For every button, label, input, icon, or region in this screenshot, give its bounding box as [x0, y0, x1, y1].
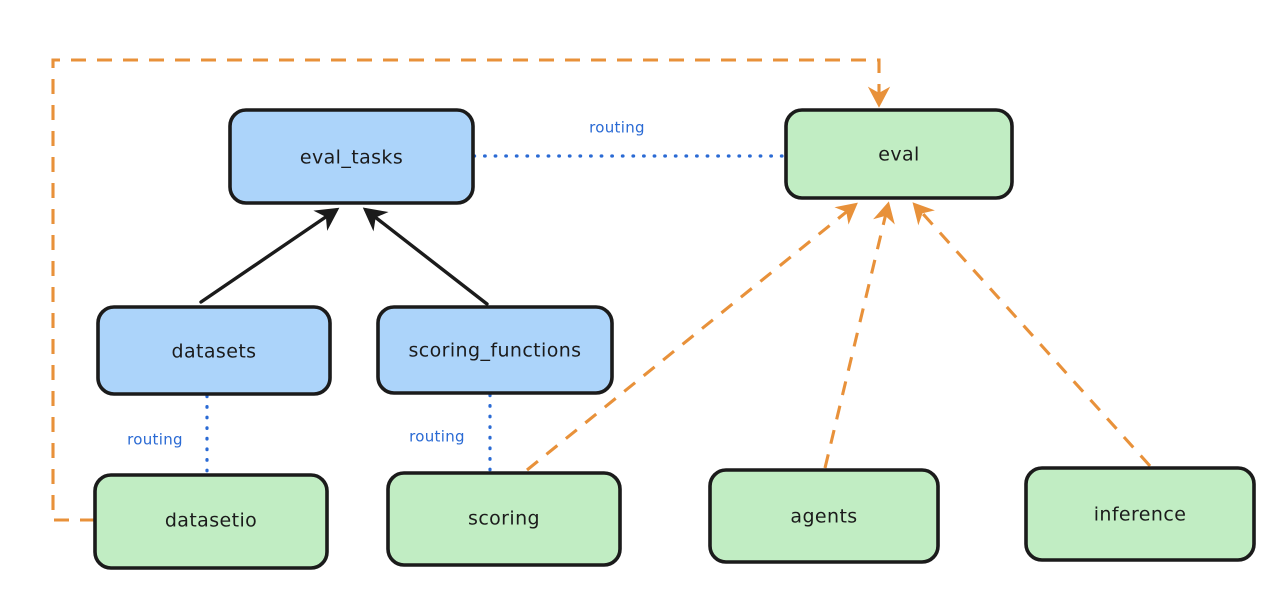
- edge-label-routing-scoring_functions-scoring: routing: [409, 428, 465, 446]
- edge-agents-eval: [823, 201, 895, 469]
- node-inference-label: inference: [1094, 504, 1187, 526]
- node-eval_tasks[interactable]: eval_tasks: [228, 108, 475, 205]
- node-datasetio-label: datasetio: [165, 510, 257, 532]
- node-inference[interactable]: inference: [1024, 466, 1256, 562]
- node-eval_tasks-shape[interactable]: [228, 108, 475, 205]
- node-scoring_functions-shape[interactable]: [376, 305, 614, 395]
- node-scoring[interactable]: scoring: [386, 471, 622, 567]
- edge-labels-layer: routing routing routing: [127, 119, 645, 449]
- node-agents-label: agents: [790, 506, 857, 528]
- nodes-layer: eval_tasks eval datasets scoring_functio…: [93, 108, 1256, 570]
- edge-datasets-eval_tasks: [199, 207, 340, 304]
- edge-datasetio-eval: [51, 58, 891, 522]
- node-datasets-label: datasets: [172, 341, 257, 363]
- node-datasets-shape[interactable]: [96, 305, 332, 396]
- edge-label-routing-datasets-datasetio: routing: [127, 431, 183, 449]
- node-eval_tasks-label: eval_tasks: [300, 147, 403, 169]
- node-inference-shape[interactable]: [1024, 466, 1256, 562]
- edge-scoring-eval: [526, 202, 858, 472]
- edges-layer: [51, 58, 1152, 522]
- node-scoring-shape[interactable]: [386, 471, 622, 567]
- node-scoring_functions[interactable]: scoring_functions: [376, 305, 614, 395]
- edge-label-routing-eval_tasks-eval: routing: [589, 119, 645, 137]
- node-datasets[interactable]: datasets: [96, 305, 332, 396]
- node-agents[interactable]: agents: [708, 468, 940, 564]
- node-scoring-label: scoring: [468, 508, 540, 530]
- node-agents-shape[interactable]: [708, 468, 940, 564]
- node-eval[interactable]: eval: [784, 108, 1014, 200]
- edge-inference-eval: [912, 202, 1152, 468]
- node-scoring_functions-label: scoring_functions: [409, 340, 582, 362]
- edge-scoring_functions-eval_tasks: [362, 207, 489, 306]
- node-eval-shape[interactable]: [784, 108, 1014, 200]
- node-eval-label: eval: [878, 144, 919, 166]
- node-datasetio-shape[interactable]: [93, 473, 329, 570]
- node-datasetio[interactable]: datasetio: [93, 473, 329, 570]
